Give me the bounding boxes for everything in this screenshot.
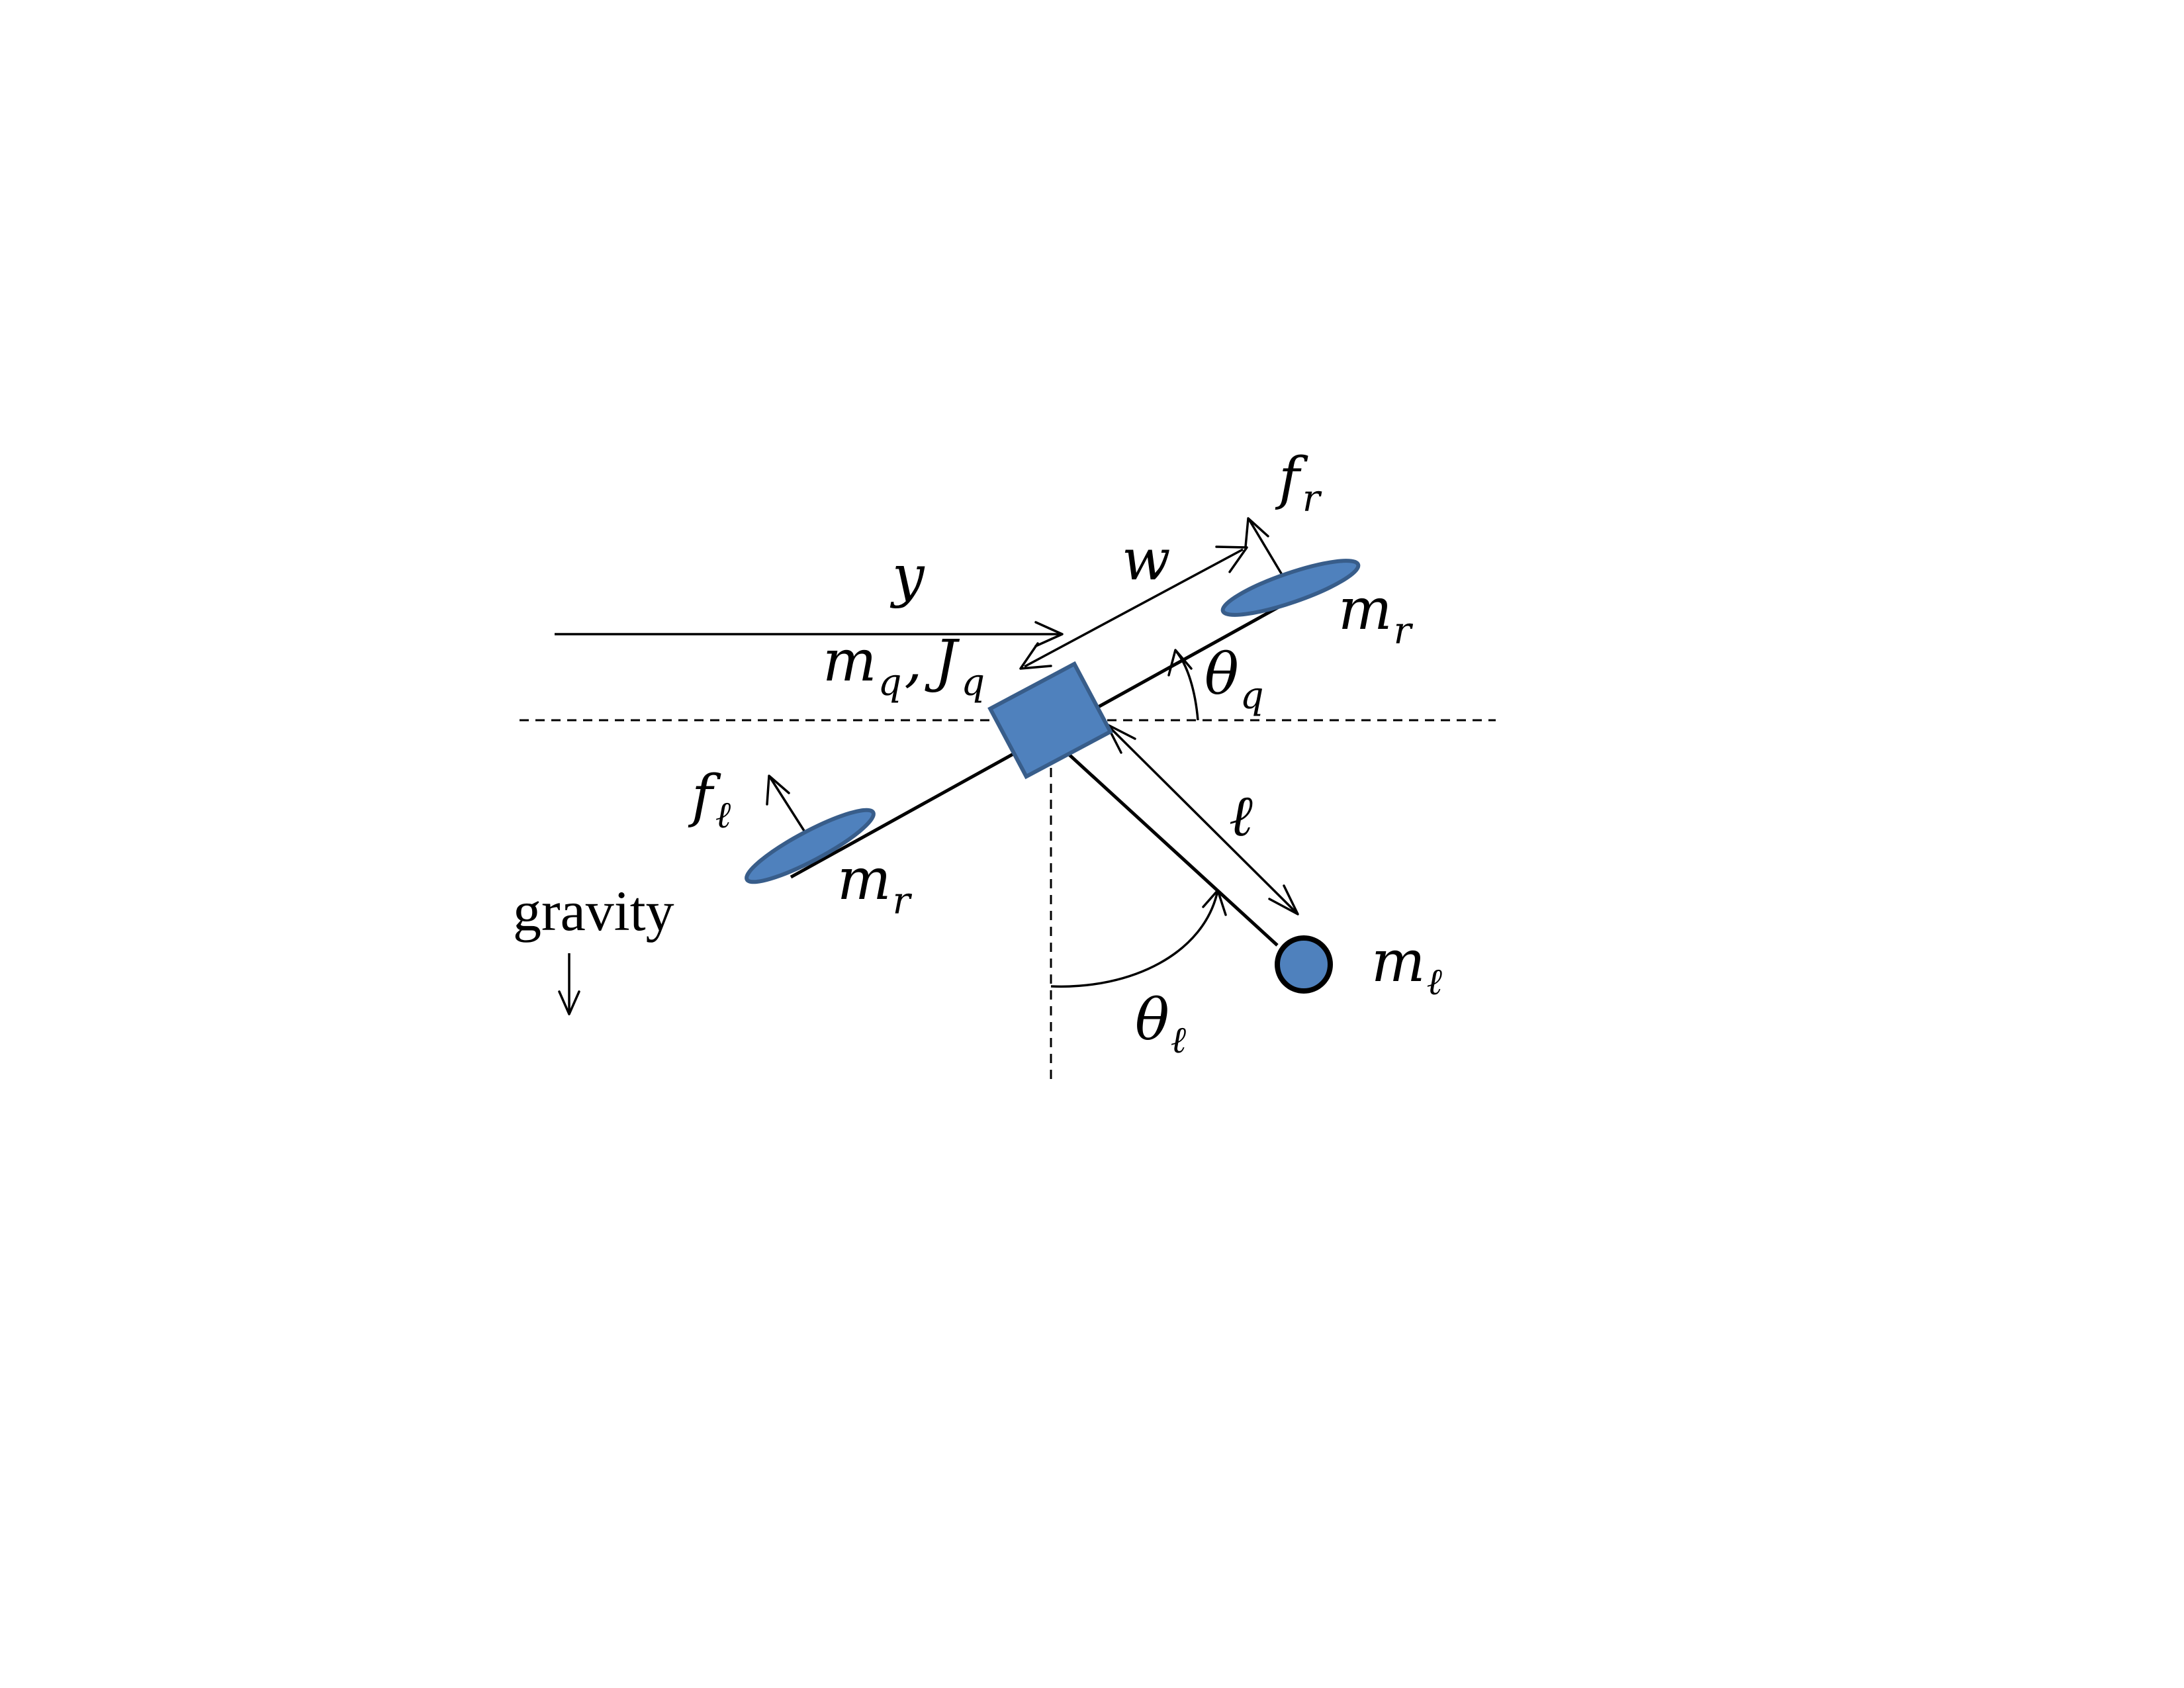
mr-right-label: mr	[1338, 577, 1414, 653]
w-label: w	[1122, 527, 1171, 593]
theta-q-label: θq	[1205, 641, 1264, 718]
mr-left-label: mr	[837, 847, 913, 923]
ell-arrow	[1105, 723, 1299, 915]
ml-label: mℓ	[1371, 929, 1443, 1004]
ell-label: ℓ	[1229, 783, 1253, 849]
pendulum-cable	[1064, 750, 1279, 947]
y-label: y	[889, 543, 925, 610]
right-rotor	[1220, 559, 1361, 617]
theta-q-arc	[1167, 649, 1199, 721]
fl-thrust-arrow	[766, 774, 805, 831]
fr-thrust-arrow	[1244, 517, 1283, 575]
gravity-label: gravity	[513, 879, 674, 943]
theta-l-arc	[1050, 889, 1227, 988]
quadrotor-body	[987, 661, 1113, 780]
gravity-arrow	[558, 953, 580, 1015]
left-rotor	[745, 808, 876, 884]
fr-label: fr	[1275, 445, 1322, 520]
fl-label: fℓ	[688, 763, 731, 837]
theta-l-label: θℓ	[1135, 987, 1187, 1062]
w-arrow	[1019, 545, 1248, 670]
load-mass	[1275, 935, 1333, 994]
y-arrow	[555, 621, 1064, 647]
